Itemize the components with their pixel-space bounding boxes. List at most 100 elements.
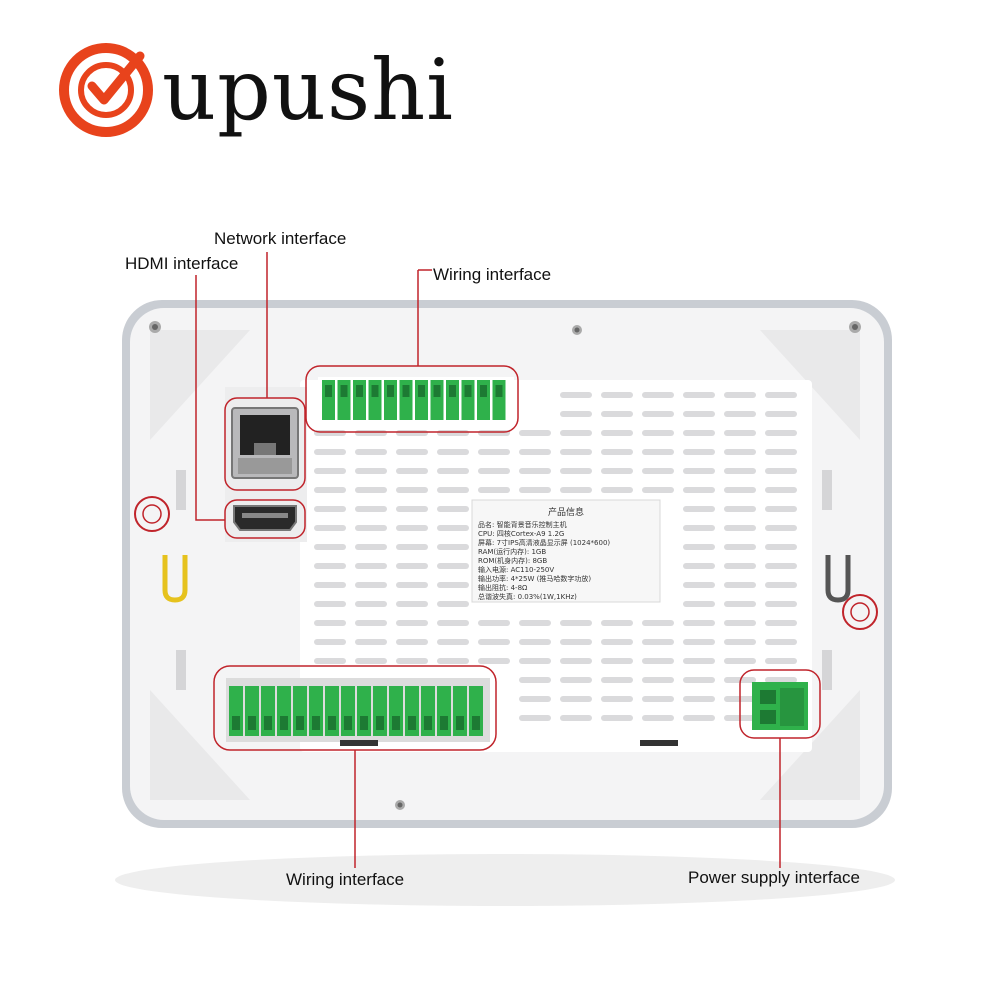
terminal-screw [280, 716, 288, 730]
callout-hdmi: HDMI interface [125, 254, 239, 273]
vent-slot [765, 430, 797, 436]
vent-slot [765, 601, 797, 607]
terminal-screw [440, 716, 448, 730]
terminal-screw [356, 385, 363, 397]
vent-slot [314, 582, 346, 588]
product-label-line: RAM(运行内存): 1GB [478, 547, 546, 556]
vent-slot [560, 715, 592, 721]
product-label-line: ROM(机身内存): 8GB [478, 556, 547, 565]
vent-slot [601, 468, 633, 474]
vent-slot [765, 449, 797, 455]
latch [640, 740, 678, 746]
vent-slot [601, 658, 633, 664]
vent-slot [355, 563, 387, 569]
terminal-screw [456, 716, 464, 730]
terminal-block-bottom [229, 686, 483, 736]
vent-slot [560, 468, 592, 474]
vent-slot [560, 411, 592, 417]
terminal-screw [480, 385, 487, 397]
vent-slot [765, 639, 797, 645]
vent-slot [314, 487, 346, 493]
vent-slot [683, 430, 715, 436]
vent-slot [560, 620, 592, 626]
terminal-screw [248, 716, 256, 730]
terminal-screw [371, 385, 379, 397]
vent-slot [478, 487, 510, 493]
vent-slot [642, 696, 674, 702]
vent-slot [314, 506, 346, 512]
vent-slot [437, 639, 469, 645]
vent-slot [519, 487, 551, 493]
vent-slot [519, 696, 551, 702]
vent-slot [765, 620, 797, 626]
brand-name: upushi [162, 41, 455, 139]
terminal-screw [392, 716, 400, 730]
mount-slot [176, 470, 186, 510]
corner-bracket [150, 690, 250, 800]
vent-slot [724, 525, 756, 531]
vent-slot [765, 411, 797, 417]
vent-slot [396, 658, 428, 664]
vent-slot [355, 449, 387, 455]
vent-slot [355, 487, 387, 493]
vent-slot [478, 658, 510, 664]
vent-slot [314, 449, 346, 455]
vent-slot [683, 715, 715, 721]
vent-slot [601, 430, 633, 436]
vent-slot [683, 544, 715, 550]
vent-slot [396, 582, 428, 588]
vent-slot [642, 411, 674, 417]
vent-slot [355, 468, 387, 474]
brand-mark-icon [59, 43, 153, 137]
vent-slot [560, 430, 592, 436]
vent-slot [519, 430, 551, 436]
vent-slot [396, 639, 428, 645]
vent-slot [765, 468, 797, 474]
terminal-screw [464, 385, 472, 397]
vent-slot [724, 620, 756, 626]
vent-slot [642, 677, 674, 683]
screw-icon [149, 321, 161, 333]
terminal-screw [495, 385, 503, 397]
vent-slot [683, 392, 715, 398]
device-shadow [115, 854, 895, 906]
vent-slot [601, 487, 633, 493]
callout-network: Network interface [214, 229, 347, 248]
vent-slot [478, 449, 510, 455]
vent-slot [437, 430, 469, 436]
vent-slot [437, 449, 469, 455]
vent-slot [314, 601, 346, 607]
vent-slot [683, 468, 715, 474]
power-terminal [752, 682, 808, 730]
vent-slot [601, 677, 633, 683]
mount-slot [822, 650, 832, 690]
qc-stamp [842, 594, 878, 630]
vent-slot [724, 468, 756, 474]
screw-icon [572, 325, 582, 335]
brand-logo: upushi [58, 40, 454, 140]
vent-slot [683, 506, 715, 512]
vent-slot [683, 658, 715, 664]
vent-slot [355, 658, 387, 664]
terminal-screw [402, 385, 410, 397]
vent-slot [396, 487, 428, 493]
vent-slot [724, 411, 756, 417]
vent-slot [724, 601, 756, 607]
vent-slot [437, 620, 469, 626]
vent-slot [601, 696, 633, 702]
product-label-line: 品名: 智能背景音乐控制主机 [478, 520, 567, 529]
callout-ring-wiring-top [305, 365, 519, 433]
product-label-line: 输出功率: 4*25W (推马哈数字功放) [478, 574, 591, 583]
terminal-screw [328, 716, 336, 730]
product-label-line: 屏幕: 7寸IPS高清液晶显示屏 (1024*600) [478, 538, 610, 547]
vent-slot [437, 582, 469, 588]
vent-slot [560, 487, 592, 493]
vent-slot [396, 620, 428, 626]
vent-slot [314, 544, 346, 550]
vent-slot [314, 658, 346, 664]
vent-slot [724, 658, 756, 664]
vent-slot [683, 620, 715, 626]
leader-lines [195, 252, 781, 868]
vent-slot [765, 544, 797, 550]
vent-slot [396, 430, 428, 436]
